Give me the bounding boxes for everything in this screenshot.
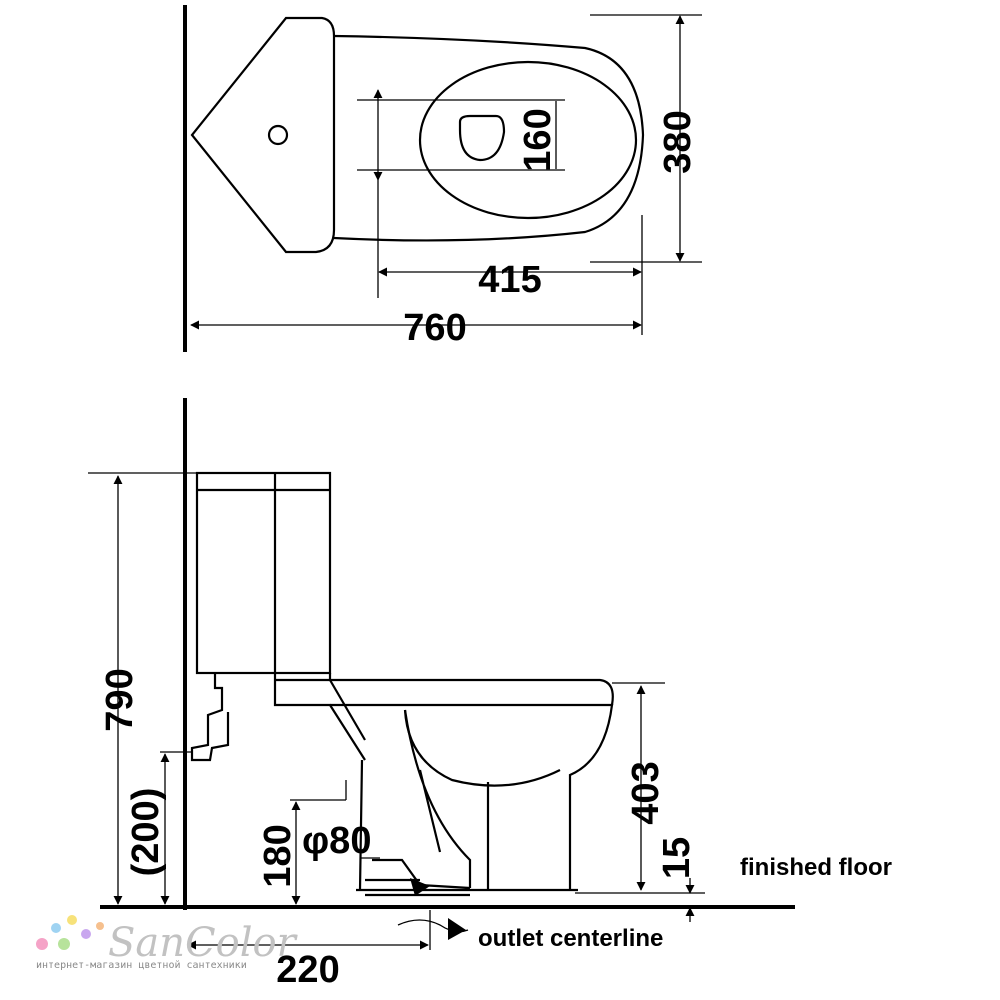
dim-side-floor-offset: 15: [656, 837, 698, 879]
logo-dot: [96, 922, 104, 930]
side-bowl-inner: [403, 709, 561, 787]
side-supply-fitting: [190, 673, 230, 762]
side-tank-neck: [273, 673, 366, 761]
side-trapway: [358, 709, 490, 891]
top-tank-outline: [190, 16, 336, 254]
dim-side-outlet-diameter: φ80: [302, 820, 371, 862]
outlet-centerline-label: outlet centerline: [478, 925, 663, 952]
side-tank-body: [195, 471, 332, 675]
side-base: [356, 858, 578, 892]
logo-tagline: интернет-магазин цветной сантехники: [36, 959, 247, 971]
side-outlet-arrow: [410, 878, 430, 896]
dim-side-outlet-distance: 220: [276, 949, 339, 991]
logo-dot: [51, 923, 61, 933]
dim-side-seat-height: 403: [625, 761, 667, 824]
sancolor-logo: SanColor интернет-магазин цветной сантех…: [36, 915, 299, 971]
dim-side-supply-height: (200): [125, 788, 167, 877]
dim-top-bowl-length: 415: [478, 259, 541, 301]
logo-dot: [36, 938, 48, 950]
finished-floor-label: finished floor: [740, 854, 892, 881]
dim-side-height: 790: [99, 668, 141, 731]
side-seat-top: [275, 678, 614, 706]
outlet-centerline-arrow: [448, 918, 466, 940]
dim-side-outlet-height: 180: [257, 824, 299, 887]
top-bowl-drain: [458, 114, 506, 162]
logo-wordmark: SanColor: [108, 920, 299, 966]
logo-dot: [67, 915, 77, 925]
logo-dot: [81, 929, 91, 939]
dim-top-opening: 160: [517, 108, 559, 171]
dim-top-width: 380: [657, 110, 699, 173]
logo-dot: [58, 938, 70, 950]
top-bowl-outline: [333, 34, 645, 242]
top-tank-button: [267, 124, 289, 146]
side-bowl-outer: [330, 703, 614, 890]
dim-top-total-length: 760: [403, 307, 466, 349]
side-view: 790 (200) 180 φ80 403 15 220 finished fl…: [88, 398, 892, 991]
top-seat-opening: [418, 60, 638, 220]
top-view: 760 415 380 160: [183, 5, 702, 352]
